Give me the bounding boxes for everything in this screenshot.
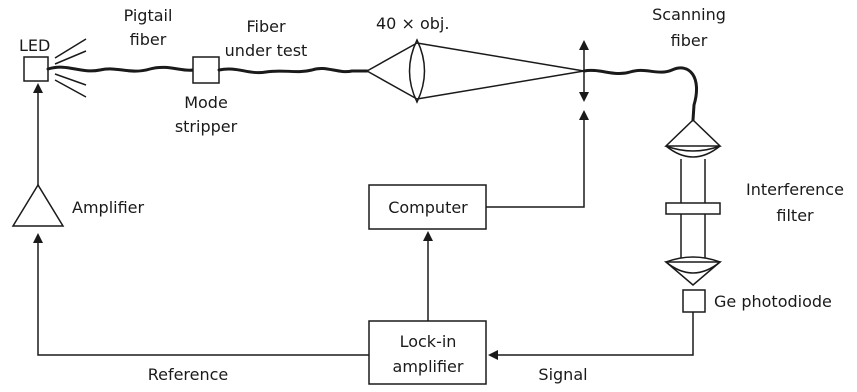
fiber-under-test xyxy=(217,66,369,75)
signal-label: Signal xyxy=(538,365,587,384)
fiber-under-test-label: Fiber xyxy=(246,17,285,36)
lockin-label: Lock-in xyxy=(400,332,457,351)
computer-label: Computer xyxy=(388,198,468,217)
scanning-fiber xyxy=(582,66,699,122)
interference-filter-label-2: filter xyxy=(776,206,814,225)
fiber-under-test-label-2: under test xyxy=(225,41,308,60)
scan-direction-arrow xyxy=(579,40,589,102)
lockin-to-computer-line xyxy=(423,231,433,321)
amplifier-triangle xyxy=(11,183,65,227)
receiver-optics xyxy=(663,118,723,313)
reference-line xyxy=(33,233,369,356)
led-light-rays xyxy=(54,38,87,98)
amplifier-to-led-line xyxy=(33,83,43,185)
objective-lens xyxy=(408,38,426,104)
scanning-fiber-label-2: fiber xyxy=(671,31,708,50)
led-box xyxy=(23,56,49,82)
scanning-fiber-label: Scanning xyxy=(652,5,726,24)
pigtail-label-2: fiber xyxy=(130,30,167,49)
ge-photodiode-label: Ge photodiode xyxy=(714,292,832,311)
signal-line xyxy=(488,312,694,360)
ge-photodiode-box xyxy=(682,289,706,313)
pigtail-label: Pigtail xyxy=(124,6,173,25)
amplifier-label: Amplifier xyxy=(72,198,145,217)
lockin-label-2: amplifier xyxy=(393,357,464,376)
objective-label: 40 × obj. xyxy=(376,14,449,33)
computer-to-scanner-line xyxy=(486,110,589,208)
objective-light-path xyxy=(366,42,585,100)
pigtail-fiber xyxy=(46,65,195,73)
computer-box xyxy=(368,184,487,230)
led-label: LED xyxy=(19,36,50,55)
interference-filter-label: Interference xyxy=(746,180,844,199)
reference-label: Reference xyxy=(148,365,229,384)
mode-stripper-label-2: stripper xyxy=(175,117,238,136)
mode-stripper-label: Mode xyxy=(184,93,228,112)
interference-filter xyxy=(665,202,721,215)
mode-stripper-box xyxy=(192,56,220,84)
